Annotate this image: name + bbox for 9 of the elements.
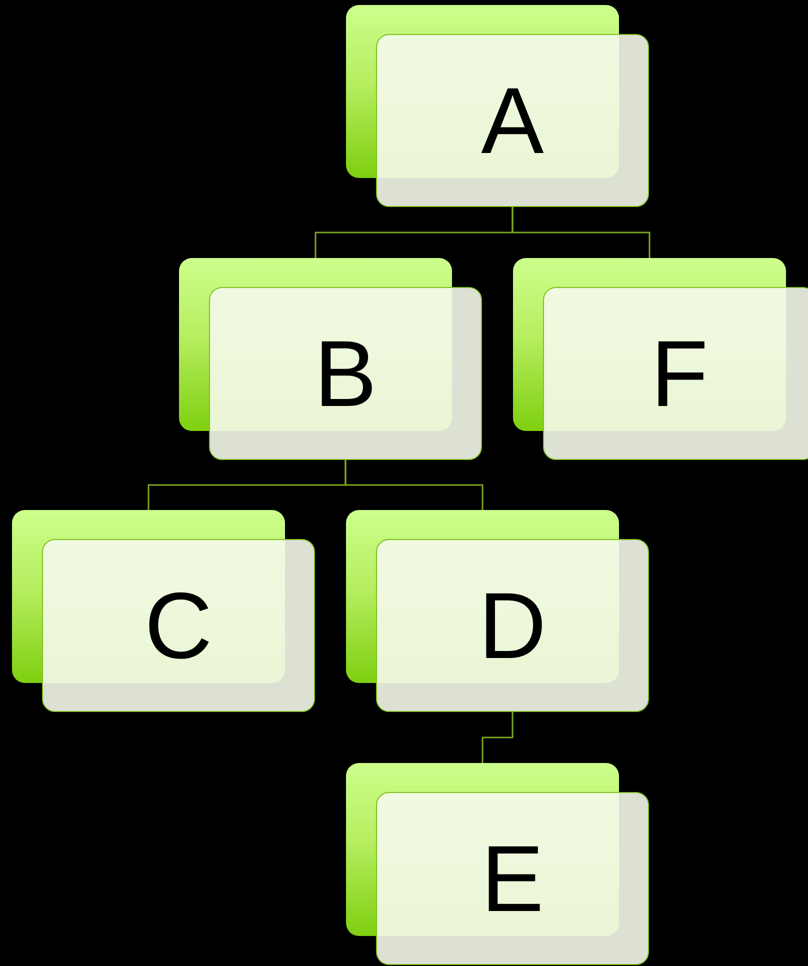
node-label: E (481, 832, 544, 926)
node-label: C (144, 578, 212, 672)
node-label: B (314, 326, 377, 420)
node-label: F (650, 326, 708, 420)
connector-line (512, 207, 650, 258)
connector-line (482, 712, 514, 763)
node-label: A (481, 74, 544, 168)
connector-line (344, 460, 484, 510)
node-label: D (478, 578, 546, 672)
